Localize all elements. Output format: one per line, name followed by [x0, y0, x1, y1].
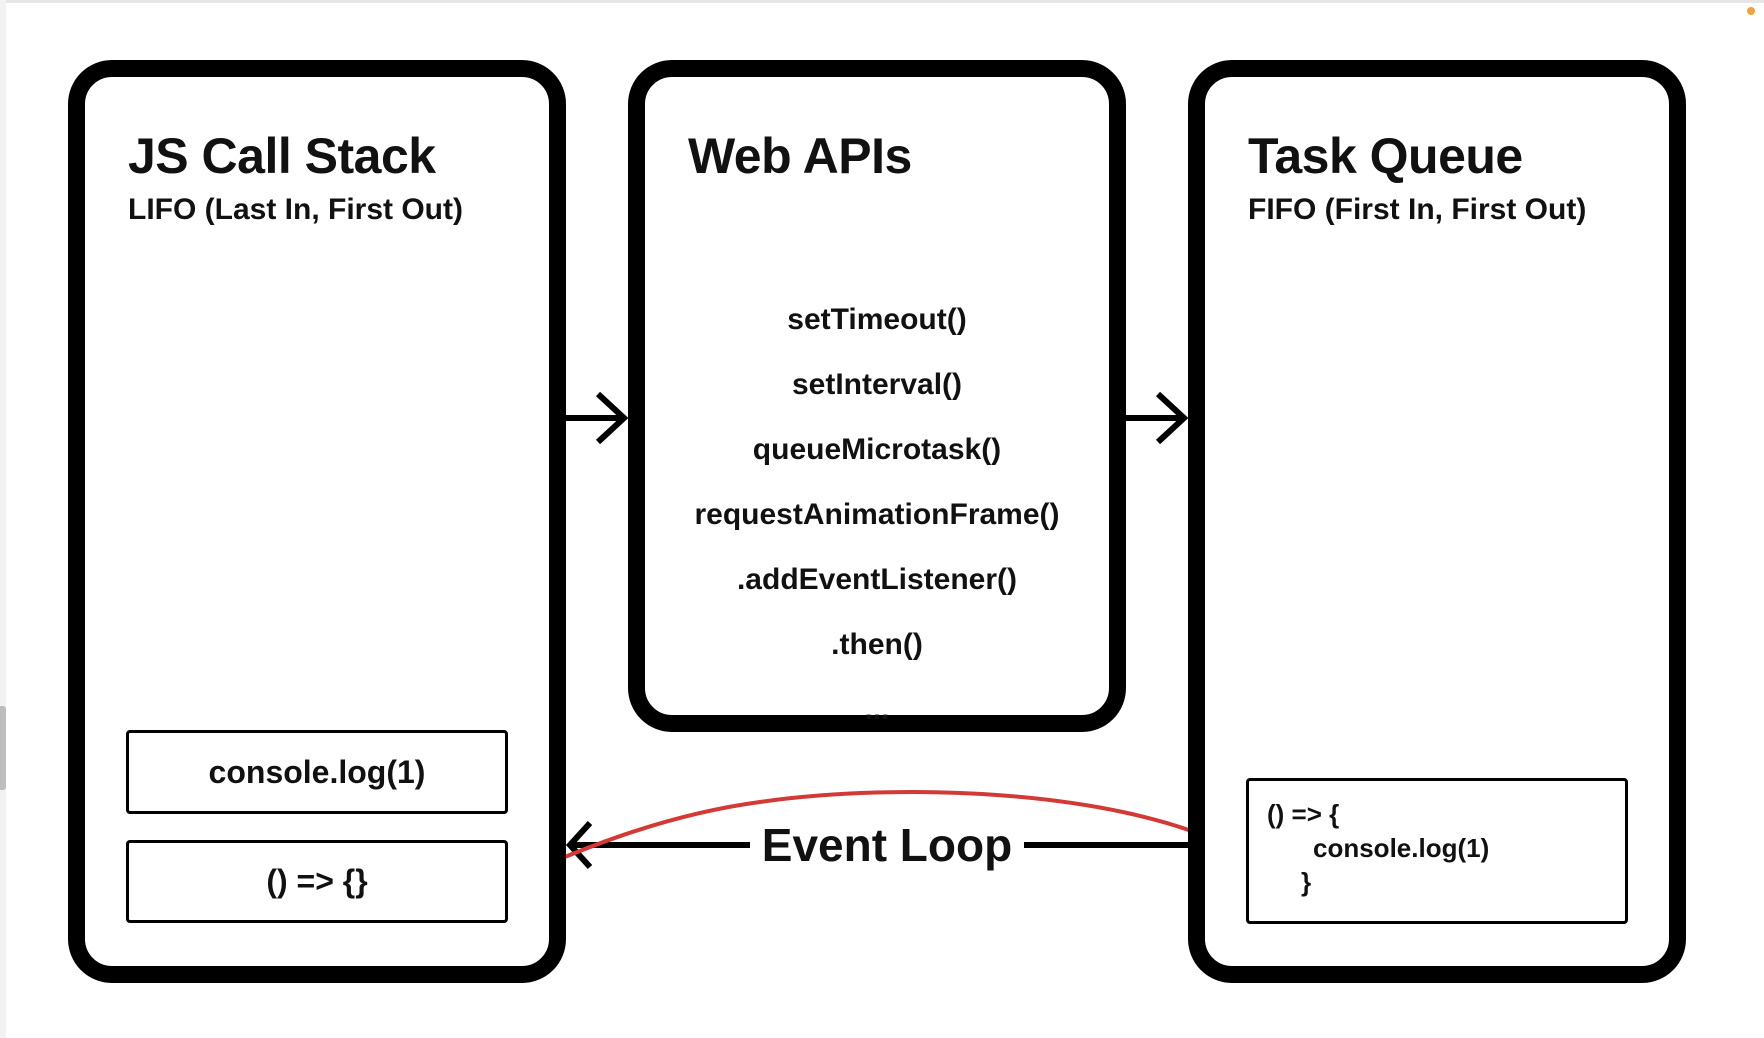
- web-api-item: .then(): [831, 628, 923, 661]
- task-code-line: console.log(1): [1313, 833, 1490, 863]
- window-left-edge: [0, 0, 6, 1038]
- event-loop-arrowhead: [565, 820, 593, 870]
- arrow-apis-to-queue-head: [1155, 391, 1189, 445]
- task-code-line: }: [1301, 867, 1312, 897]
- call-stack-subtitle: LIFO (Last In, First Out): [128, 193, 463, 226]
- event-loop-label: Event Loop: [750, 815, 1024, 875]
- web-api-item: setTimeout(): [787, 303, 967, 336]
- web-api-item: .addEventListener(): [736, 563, 1018, 596]
- queued-task: () => { console.log(1) }: [1246, 778, 1628, 924]
- web-api-item: ...: [864, 693, 890, 726]
- call-stack-panel: JS Call Stack LIFO (Last In, First Out): [68, 60, 566, 983]
- stack-frame-callback: () => {}: [126, 840, 508, 923]
- status-dot: [1747, 7, 1755, 15]
- side-handle[interactable]: [0, 706, 6, 790]
- web-apis-panel: Web APIs setTimeout() setInterval() queu…: [628, 60, 1126, 732]
- web-apis-title: Web APIs: [688, 128, 912, 184]
- web-api-item: setInterval(): [791, 368, 963, 401]
- task-code-line: () => {: [1267, 799, 1340, 829]
- web-api-item: requestAnimationFrame(): [694, 498, 1060, 531]
- call-stack-title: JS Call Stack: [128, 128, 436, 184]
- web-apis-list: setTimeout() setInterval() queueMicrotas…: [645, 287, 1109, 742]
- window-top-edge: [0, 0, 1764, 3]
- task-queue-subtitle: FIFO (First In, First Out): [1248, 193, 1587, 226]
- web-api-item: queueMicrotask(): [752, 433, 1002, 466]
- task-queue-title: Task Queue: [1248, 128, 1523, 184]
- stack-frame-console-log: console.log(1): [126, 730, 508, 814]
- arrow-stack-to-apis-head: [595, 391, 629, 445]
